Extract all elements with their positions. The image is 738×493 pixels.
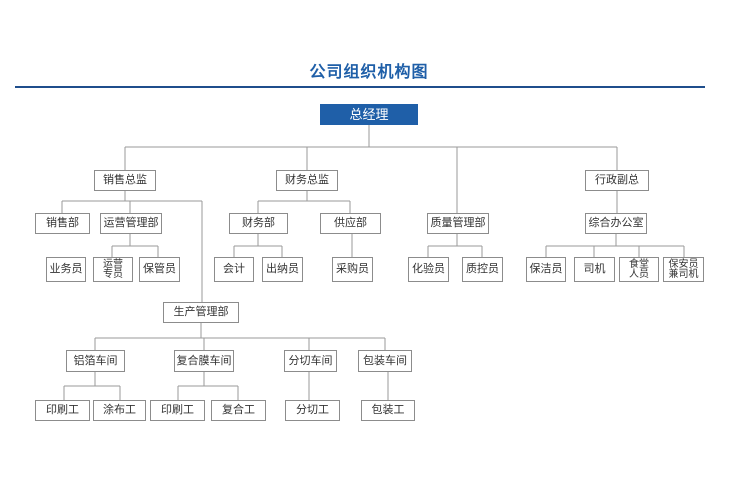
node-cutting-workshop: 分切车间 <box>284 350 337 372</box>
node-laminating-workshop: 复合膜车间 <box>174 350 234 372</box>
node-packer: 包装工 <box>361 400 415 421</box>
node-canteen-staff: 食堂 人员 <box>619 257 659 282</box>
node-production-dept: 生产管理部 <box>163 302 239 323</box>
node-laminator: 复合工 <box>211 400 266 421</box>
node-lab-technician: 化验员 <box>408 257 449 282</box>
node-sales-director: 销售总监 <box>94 170 156 191</box>
node-purchaser: 采购员 <box>332 257 373 282</box>
node-salesman: 业务员 <box>46 257 86 282</box>
node-cleaner: 保洁员 <box>526 257 566 282</box>
node-general-manager: 总经理 <box>320 104 418 125</box>
chart-title: 公司组织机构图 <box>309 64 429 81</box>
node-coater: 涂布工 <box>93 400 146 421</box>
node-admin-vp: 行政副总 <box>585 170 649 191</box>
node-printer-a: 印刷工 <box>35 400 90 421</box>
node-driver: 司机 <box>574 257 615 282</box>
node-guard-driver: 保安员 兼司机 <box>663 257 704 282</box>
node-qc-inspector: 质控员 <box>462 257 503 282</box>
node-cashier: 出纳员 <box>262 257 303 282</box>
node-printer-b: 印刷工 <box>150 400 205 421</box>
node-cutter: 分切工 <box>285 400 340 421</box>
node-packing-workshop: 包装车间 <box>358 350 412 372</box>
node-accountant: 会计 <box>214 257 254 282</box>
node-finance-director: 财务总监 <box>276 170 338 191</box>
node-ops-specialist: 运营 专员 <box>93 257 133 282</box>
node-qc-dept: 质量管理部 <box>427 213 489 234</box>
node-ops-dept: 运营管理部 <box>100 213 162 234</box>
node-sales-dept: 销售部 <box>35 213 90 234</box>
node-supply-dept: 供应部 <box>320 213 381 234</box>
node-custodian: 保管员 <box>139 257 180 282</box>
node-foil-workshop: 铝箔车间 <box>66 350 125 372</box>
node-finance-dept: 财务部 <box>229 213 288 234</box>
node-general-office: 综合办公室 <box>585 213 647 234</box>
title-divider <box>15 86 705 88</box>
